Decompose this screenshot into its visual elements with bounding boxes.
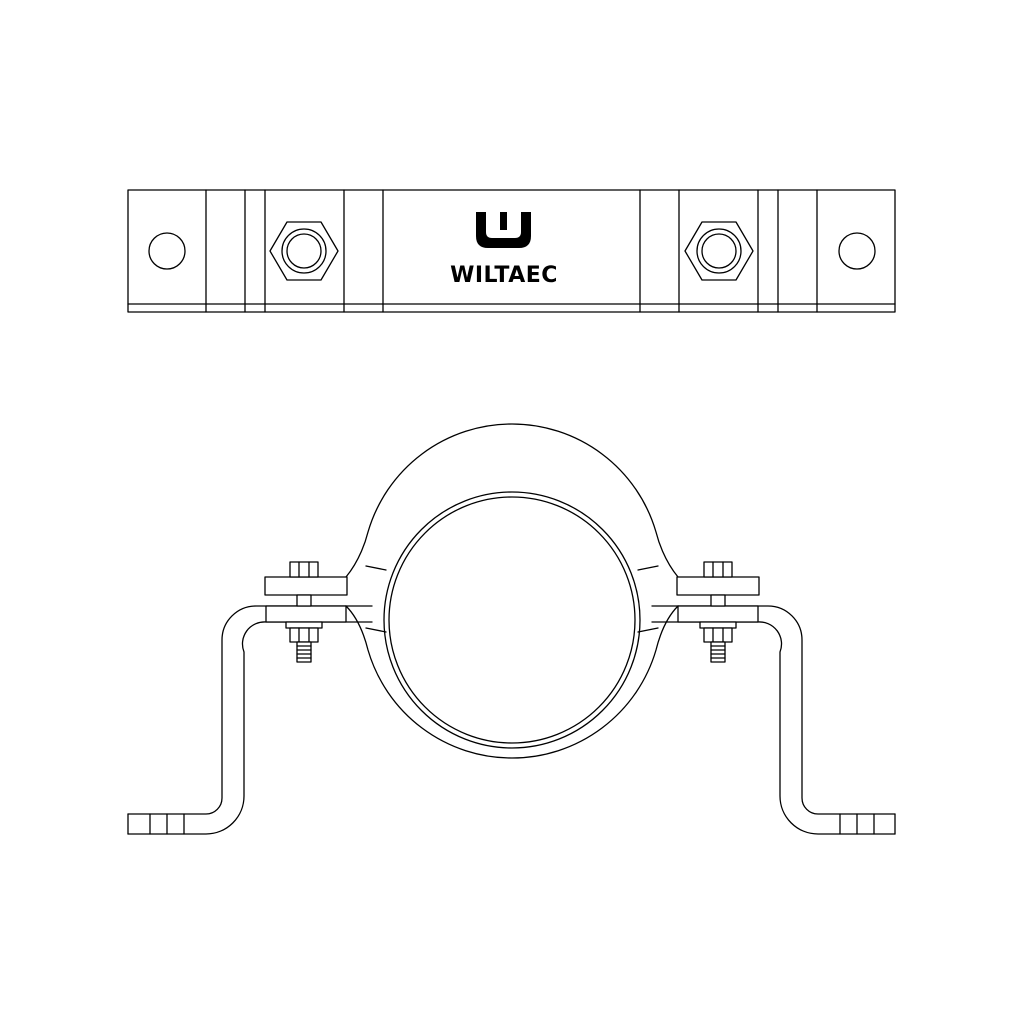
washer-right: [699, 621, 737, 629]
base-right-outer: [651, 605, 896, 815]
flange-right: [676, 576, 760, 596]
mounting-hole-right: [838, 232, 876, 270]
bolt-shank-left: [296, 594, 312, 607]
bottom-nut-right: [703, 627, 733, 643]
washer-left: [285, 621, 323, 629]
base-left-outer: [127, 605, 373, 815]
top-nut-right: [703, 561, 733, 578]
hex-nut-right: [684, 221, 754, 281]
bolt-assembly-left: [264, 561, 348, 663]
pipe-inner-circle: [383, 491, 641, 749]
pipe-bore-circle: [388, 496, 636, 744]
thread-left: [296, 641, 312, 663]
clamp-plate-outline: [127, 189, 896, 313]
top-view: WILTAEC: [127, 189, 896, 313]
bolt-assembly-right: [676, 561, 760, 663]
base-flange-left: [265, 605, 347, 623]
hex-nut-left: [269, 221, 339, 281]
bolt-shank-right: [710, 594, 726, 607]
front-view: [127, 423, 896, 835]
brand-name: WILTAEC: [450, 263, 558, 288]
base-flange-right: [677, 605, 759, 623]
top-nut-left: [289, 561, 319, 578]
base-right-inner: [651, 621, 896, 835]
strap-outer-upper: [345, 423, 679, 578]
w-cup-logo-icon: [476, 212, 531, 248]
section-dividers: [205, 189, 818, 313]
flange-left: [264, 576, 348, 596]
strap-outer-lower: [345, 605, 679, 759]
bottom-nut-left: [289, 627, 319, 643]
thread-right: [710, 641, 726, 663]
brand-logo: WILTAEC: [450, 212, 558, 288]
mounting-hole-left: [148, 232, 186, 270]
support-base-bracket: [127, 605, 896, 835]
base-left-inner: [127, 621, 373, 835]
pipe-strap: [345, 423, 679, 759]
